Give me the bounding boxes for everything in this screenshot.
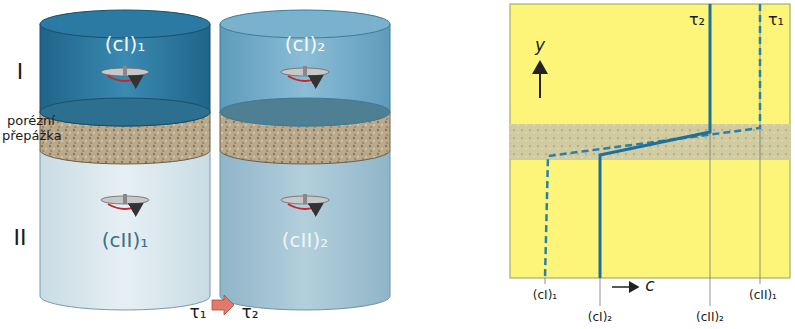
y-axis-arrow [539,62,541,98]
drawing-part [108,204,142,209]
chamber-ii [40,150,210,310]
concentration-label: (cII)₁ [102,228,148,252]
concentration-label: (cI)₁ [105,32,146,56]
chamber-i [220,24,390,126]
guide-lines [545,4,760,306]
chamber-name: I [17,59,24,84]
stirrer [281,194,329,209]
concentration-label: (cI)₂ [285,32,326,56]
drawing-part [288,76,322,81]
drawing-part [288,204,322,209]
axis-label: c [645,276,654,296]
septum-top [220,98,390,126]
stirrer [101,194,149,209]
drawing-part [303,194,307,204]
chamber-region: (cII)₂ [225,226,385,254]
drawing-part [123,194,127,204]
chamber-region: (cI)₂ [225,30,385,58]
tick-label: (cII)₁ [749,289,777,303]
drawing-part [108,76,142,81]
time-label: τ₂ [241,303,258,323]
time-label: τ₁ [189,303,206,323]
stirrer [281,66,329,81]
chamber-region: (cII)₁ [45,226,205,254]
chamber-name: II [14,225,27,250]
drawing-part [600,278,601,306]
plot-area [510,4,790,278]
time-arrow [212,295,234,315]
c-axis-arrow [612,286,638,288]
concentration-label: (cII)₂ [282,228,328,252]
chamber-i [40,24,210,126]
stirrer [101,66,149,81]
chamber-ii [220,150,390,310]
profile-t1 [545,4,760,278]
vessel-t1 [40,10,210,310]
axis-label: y [535,36,545,56]
tick-label: (cI)₂ [588,311,612,325]
septum-name: porézní přepážka [2,114,60,144]
tick-label: (cI)₁ [533,289,557,303]
drawing-part [760,4,761,284]
septum-top [40,98,210,126]
curve-label: τ₁ [768,11,784,29]
tick-label: (cII)₂ [696,311,724,325]
drawing-part [545,278,546,284]
chamber-region: (cI)₁ [45,30,205,58]
drawing-part [303,66,307,76]
curve-label: τ₂ [689,11,705,29]
drawing-part [123,66,127,76]
vessel-t2 [220,10,390,310]
profile-t2 [600,4,710,278]
